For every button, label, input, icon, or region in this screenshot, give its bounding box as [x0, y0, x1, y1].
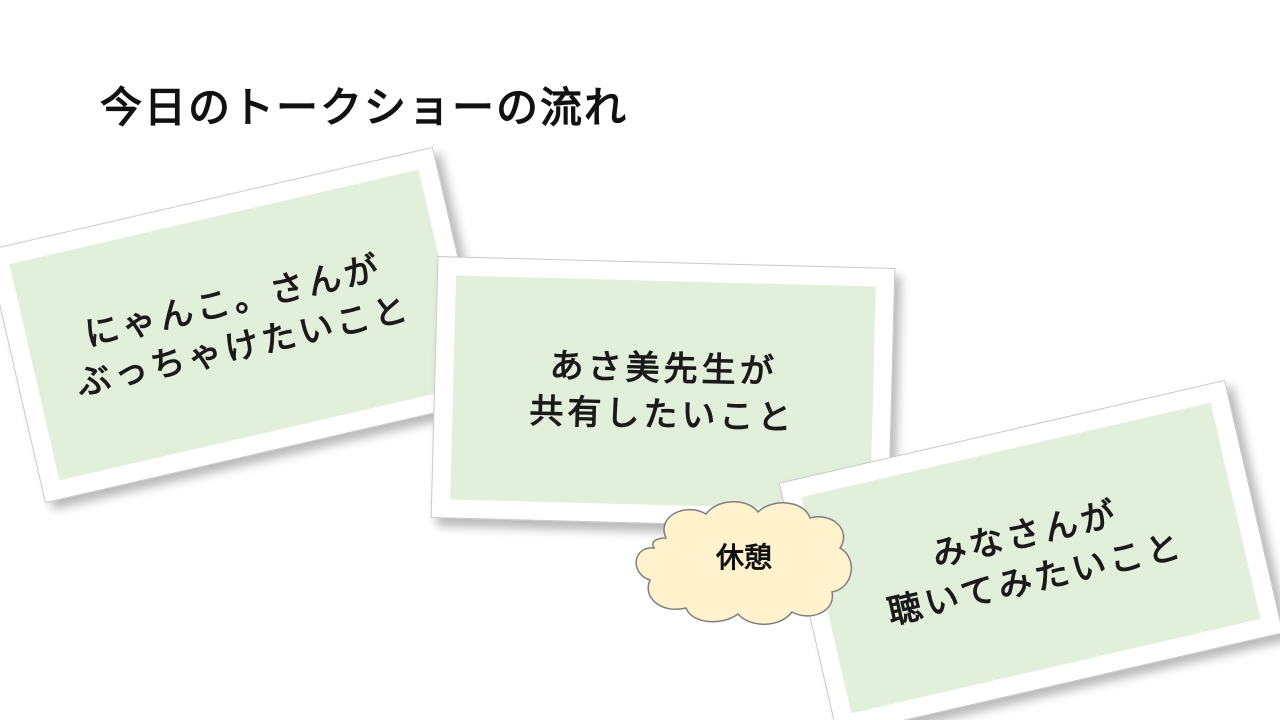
topic-card-2-line-2: 共有したいこと	[528, 391, 796, 439]
cloud-shape-icon	[635, 501, 853, 625]
break-label: 休憩	[715, 541, 772, 574]
slide-title: 今日のトークショーの流れ	[100, 83, 629, 132]
break-cloud: 休憩	[626, 494, 862, 630]
topic-card-2-line-1: あさ美先生が	[549, 346, 779, 393]
topic-card-1-panel: にゃんこ。さんが ぶっちゃけたいこと	[9, 169, 469, 481]
topic-card-1: にゃんこ。さんが ぶっちゃけたいこと	[0, 146, 492, 504]
